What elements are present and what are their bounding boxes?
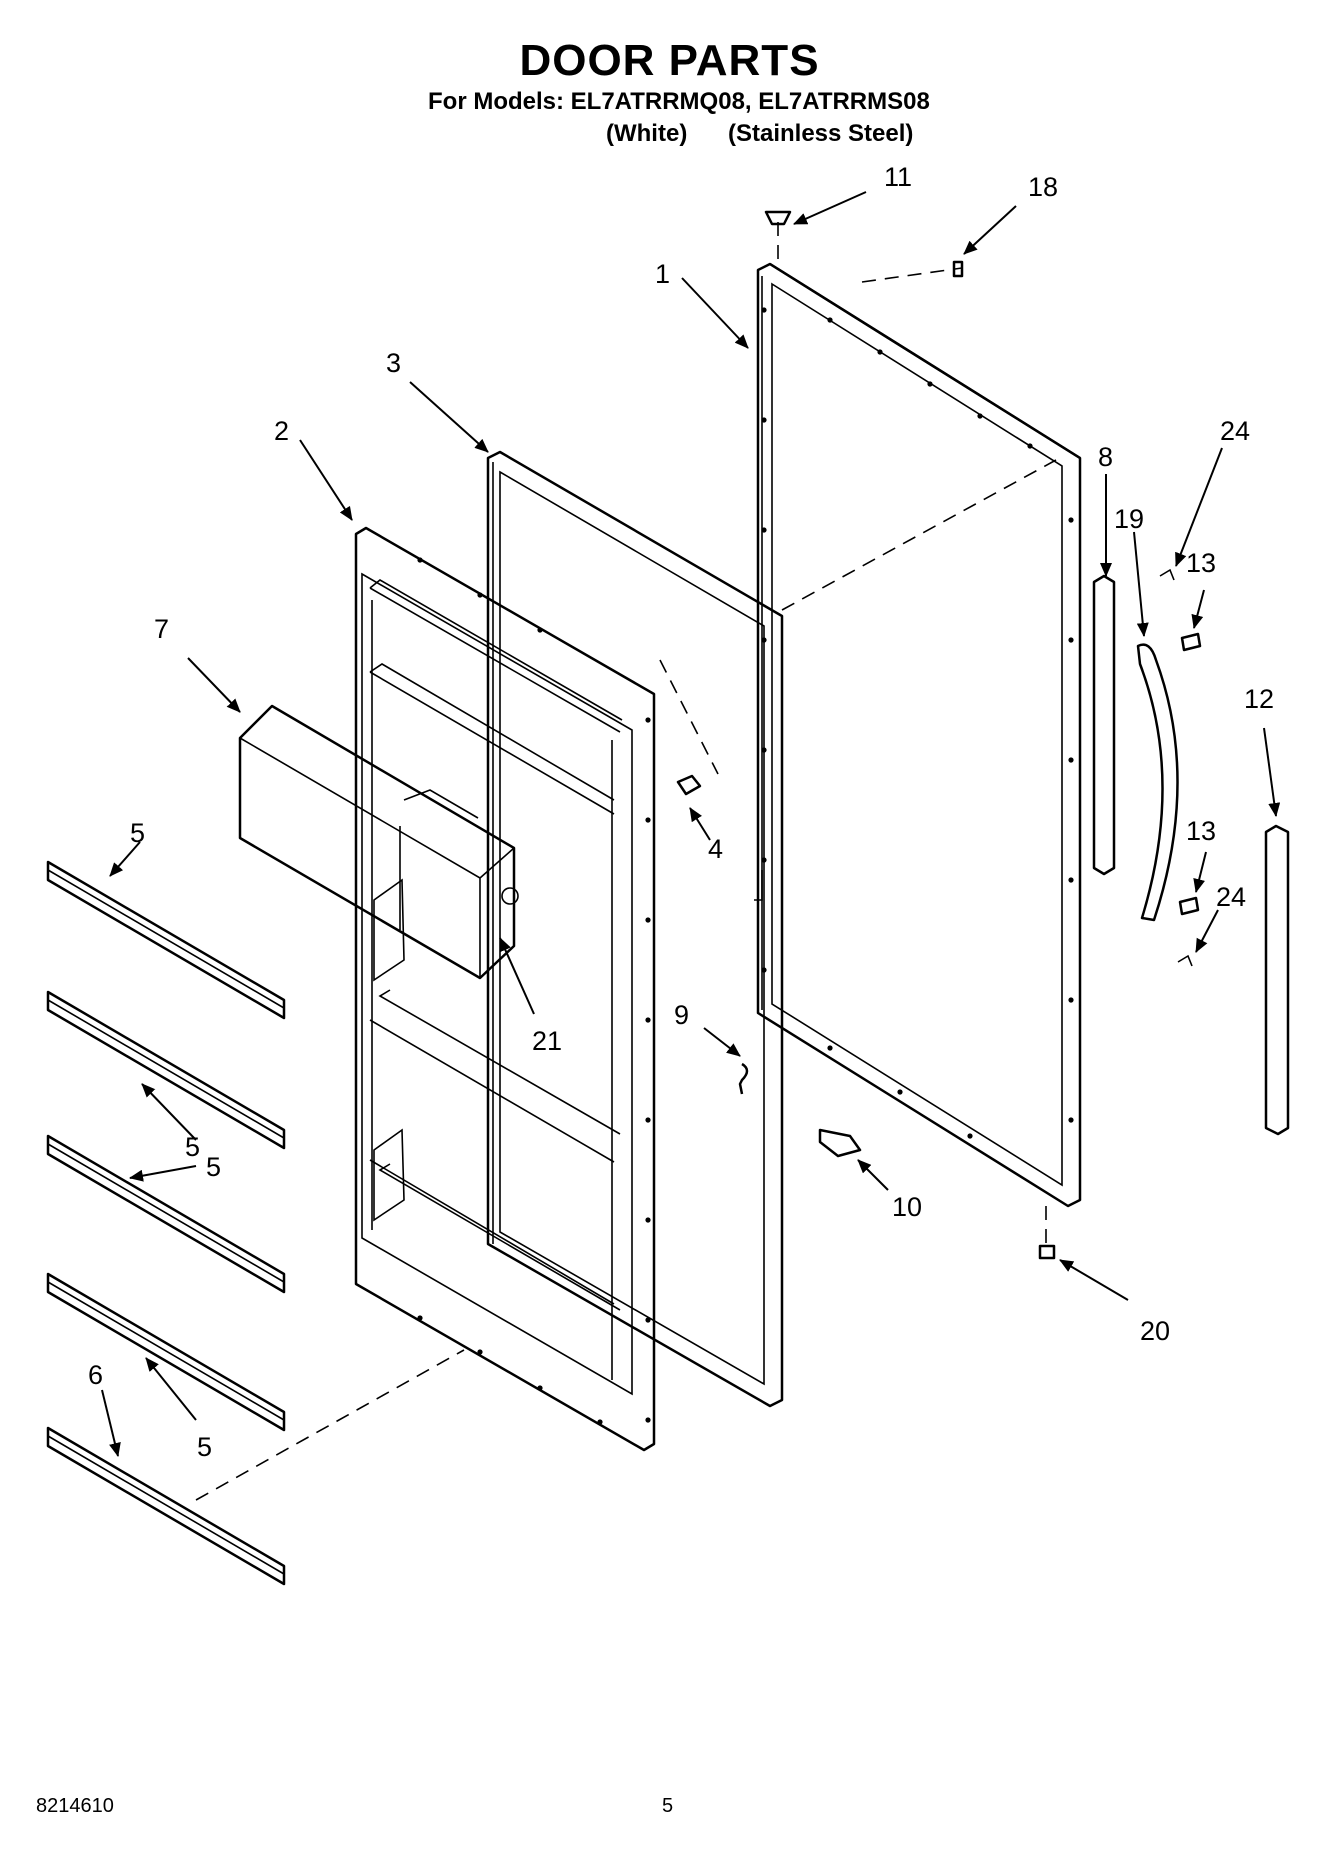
door-trim-parts (1092, 574, 1290, 1136)
callout-24a: 24 (1220, 416, 1250, 446)
callout-1: 1 (655, 259, 670, 289)
callout-13b: 13 (1186, 816, 1216, 846)
outer-door-panel (754, 262, 1082, 1208)
callout-5a: 5 (130, 818, 145, 848)
callout-20: 20 (1140, 1316, 1170, 1346)
callout-numbers: 1 2 3 4 5 5 5 5 6 7 8 9 10 11 12 13 13 1… (88, 162, 1274, 1462)
models-line: For Models: EL7ATRRMQ08, EL7ATRRMS08 (428, 88, 930, 115)
callout-5c: 5 (206, 1152, 221, 1182)
callout-13a: 13 (1186, 548, 1216, 578)
hardware-parts (676, 210, 1202, 1260)
page-title: DOOR PARTS (519, 36, 820, 85)
door-gasket (486, 450, 784, 1408)
variant-stainless: (Stainless Steel) (728, 120, 914, 147)
callout-5b: 5 (185, 1132, 200, 1162)
callout-11: 11 (884, 162, 912, 192)
callout-24b: 24 (1216, 882, 1246, 912)
inner-door-liner (354, 526, 656, 1452)
callout-18: 18 (1028, 172, 1058, 202)
callout-12: 12 (1244, 684, 1274, 714)
document-number: 8214610 (36, 1795, 114, 1817)
alignment-lines (195, 222, 1057, 1501)
callout-2: 2 (274, 416, 289, 446)
callout-21: 21 (532, 1026, 562, 1056)
callout-7: 7 (154, 614, 169, 644)
callout-19: 19 (1114, 504, 1144, 534)
callout-9: 9 (674, 1000, 689, 1030)
callout-6: 6 (88, 1360, 103, 1390)
callout-10: 10 (892, 1192, 922, 1222)
callout-8: 8 (1098, 442, 1113, 472)
callout-3: 3 (386, 348, 401, 378)
callout-leaders (101, 191, 1281, 1457)
page-number: 5 (662, 1795, 674, 1817)
callout-5d: 5 (197, 1432, 212, 1462)
dairy-bin (238, 704, 519, 980)
variant-white: (White) (606, 120, 688, 147)
door-handle (1136, 643, 1179, 922)
callout-4: 4 (708, 834, 723, 864)
shelf-trim-strips (46, 860, 286, 1586)
